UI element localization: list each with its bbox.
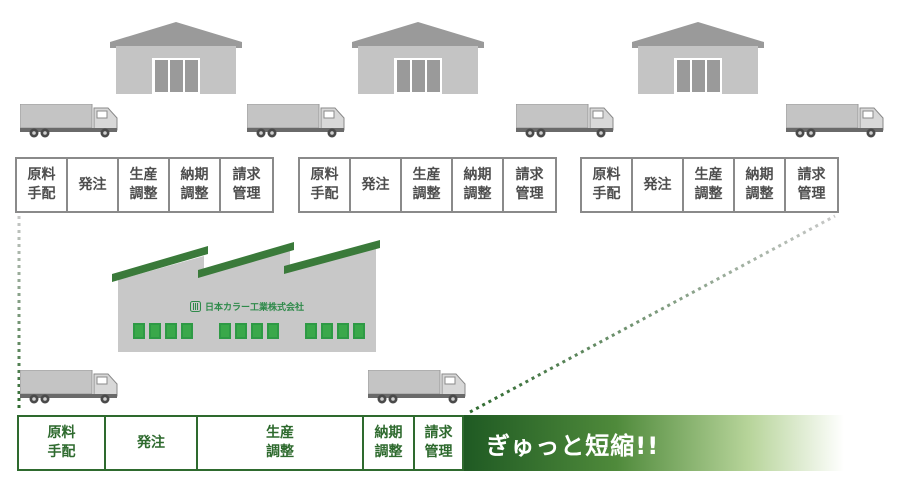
step-cell: 納期 調整 [735, 159, 786, 211]
optimized-process-flow: 原料 手配 発注 生産 調整 納期 調整 請求 管理 [17, 415, 464, 471]
truck-icon [368, 370, 466, 404]
factory-building [112, 240, 380, 352]
step-cell: 発注 [633, 159, 684, 211]
step-cell: 原料 手配 [582, 159, 633, 211]
warehouse-3 [632, 22, 764, 94]
step-cell: 生産 調整 [198, 417, 364, 469]
step-cell: 請求 管理 [424, 425, 453, 460]
step-cell: 発注 [351, 159, 402, 211]
step-cell: 原料 手配 [17, 159, 68, 211]
company-logo-icon [190, 301, 201, 312]
shortened-banner: ぎゅっと短縮!! [464, 415, 844, 471]
truck-icon [247, 104, 345, 138]
truck-icon [516, 104, 614, 138]
process-flow-2: 原料 手配 発注 生産 調整 納期 調整 請求 管理 [298, 157, 557, 213]
warehouse-1 [110, 22, 242, 94]
warehouse-2 [352, 22, 484, 94]
truck-icon [786, 104, 884, 138]
step-cell: 納期 調整 [453, 159, 504, 211]
truck-icon [20, 104, 118, 138]
step-cell: 請求 管理 [797, 167, 826, 202]
truck-icon [20, 370, 118, 404]
process-flow-1: 原料 手配 発注 生産 調整 納期 調整 請求 管理 [15, 157, 274, 213]
step-cell: 生産 調整 [684, 159, 735, 211]
step-cell: 請求 管理 [515, 167, 544, 202]
step-cell: 発注 [68, 159, 119, 211]
step-cell: 納期 調整 [170, 159, 221, 211]
process-flow-3: 原料 手配 発注 生産 調整 納期 調整 請求 管理 [580, 157, 839, 213]
company-name: 日本カラー工業株式会社 [205, 303, 305, 313]
step-cell: 生産 調整 [402, 159, 453, 211]
banner-text: ぎゅっと短縮!! [486, 431, 660, 460]
step-cell: 納期 調整 [364, 417, 415, 469]
step-cell: 原料 手配 [19, 417, 106, 469]
company-sign: 日本カラー工業株式会社 [190, 300, 304, 313]
step-cell: 原料 手配 [300, 159, 351, 211]
step-cell: 請求 管理 [232, 167, 261, 202]
step-cell: 発注 [106, 417, 198, 469]
diagonal-dotted-line [469, 214, 836, 414]
step-cell: 生産 調整 [119, 159, 170, 211]
